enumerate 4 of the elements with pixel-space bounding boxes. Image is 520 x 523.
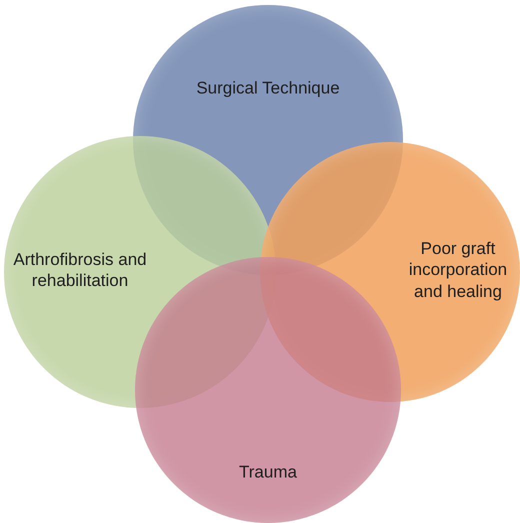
- circle-label: Poor graft incorporation and healing: [408, 238, 508, 302]
- circle-label: Surgical Technique: [195, 77, 341, 99]
- circle-label: Trauma: [238, 461, 298, 483]
- circle-label: Arthrofibrosis and rehabilitation: [12, 248, 148, 292]
